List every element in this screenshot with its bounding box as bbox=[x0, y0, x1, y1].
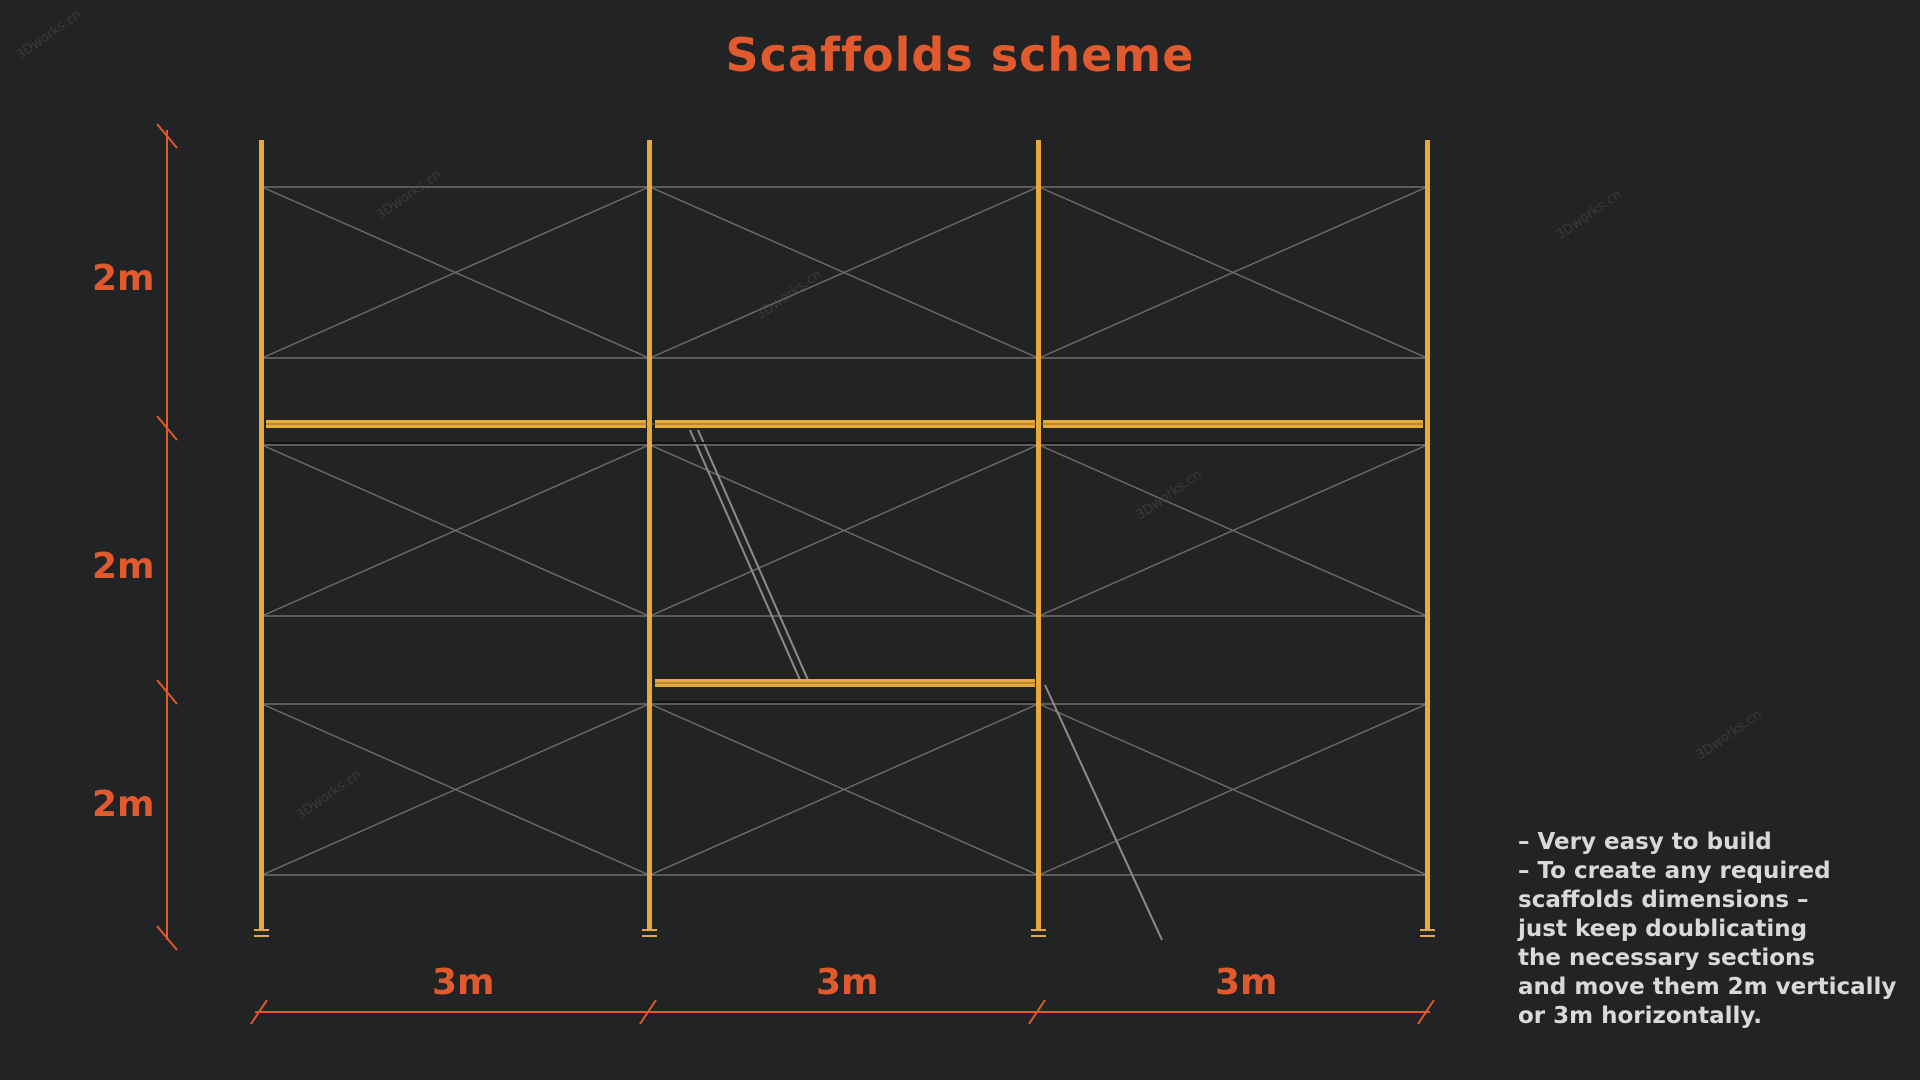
note-line: – To create any required bbox=[1518, 858, 1831, 884]
cross-braces bbox=[261, 186, 1428, 876]
platforms bbox=[266, 420, 1424, 703]
watermark-text: 3Dworks.cn bbox=[754, 267, 825, 323]
vertical-dimension-label: 2m bbox=[92, 784, 155, 825]
watermark-text: 3Dworks.cn bbox=[1694, 707, 1765, 763]
note-line: just keep doublicating bbox=[1518, 916, 1808, 942]
ladders bbox=[689, 429, 1163, 941]
horizontal-dimension-label: 3m bbox=[816, 962, 879, 1003]
vertical-dimension-label: 2m bbox=[92, 258, 155, 299]
horizontal-dimension-label: 3m bbox=[432, 962, 495, 1003]
watermark-text: 3Dworks.cn bbox=[374, 167, 445, 223]
vertical-dimension-line bbox=[156, 123, 178, 951]
base-plates bbox=[254, 929, 1435, 937]
note-line: or 3m horizontally. bbox=[1518, 1003, 1762, 1029]
note-line: scaffolds dimensions – bbox=[1518, 887, 1809, 913]
note-line: and move them 2m vertically bbox=[1518, 974, 1897, 1000]
note-line: the necessary sections bbox=[1518, 945, 1816, 971]
ledgers bbox=[262, 186, 1428, 876]
watermarks: 3Dworks.cn 3Dworks.cn 3Dworks.cn 3Dworks… bbox=[14, 7, 1765, 823]
diagram-title: Scaffolds scheme bbox=[725, 28, 1195, 82]
note-line: – Very easy to build bbox=[1518, 829, 1772, 855]
horizontal-dimension-line bbox=[250, 999, 1435, 1025]
vertical-dimension-label: 2m bbox=[92, 546, 155, 587]
watermark-text: 3Dworks.cn bbox=[1134, 467, 1205, 523]
horizontal-dimension-label: 3m bbox=[1215, 962, 1278, 1003]
watermark-text: 3Dworks.cn bbox=[294, 767, 365, 823]
watermark-text: 3Dworks.cn bbox=[1554, 187, 1625, 243]
notes-block: – Very easy to build – To create any req… bbox=[1518, 828, 1918, 1031]
standards bbox=[259, 140, 1430, 930]
